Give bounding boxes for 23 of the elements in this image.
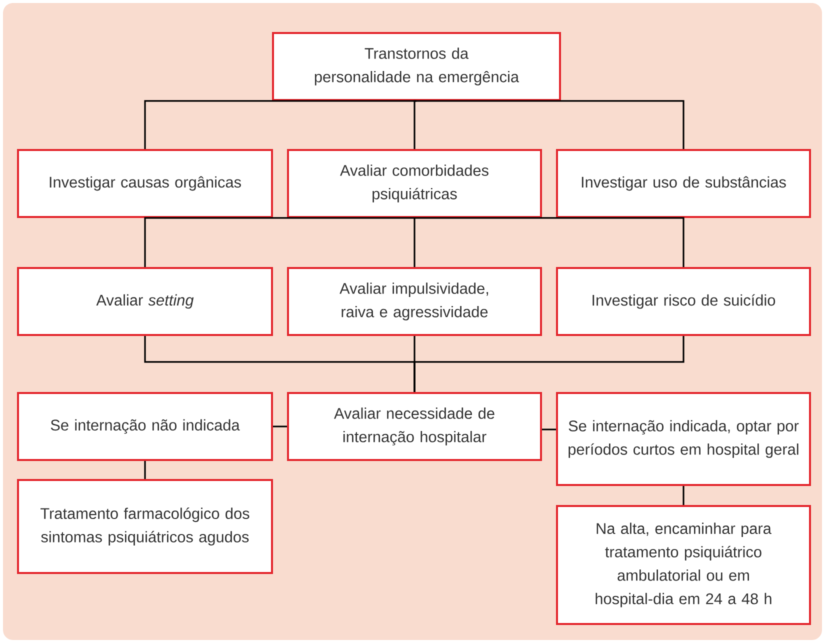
- connector-line: [416, 100, 684, 149]
- connector-line: [542, 428, 556, 430]
- process-box: Tratamento farmacológico dos sintomas psiquiátricos agudos: [17, 478, 273, 574]
- connector-line: [144, 460, 146, 479]
- process-box: Investigar causas orgânicas: [17, 148, 273, 218]
- process-box: Avaliar impulsividade, raiva e agressividade: [287, 266, 542, 336]
- process-box: Se internação não indicada: [17, 392, 273, 461]
- connector-line: [414, 218, 416, 267]
- process-box: Avaliar setting: [17, 266, 273, 336]
- connector-line: [144, 100, 416, 149]
- process-box: Se internação indicada, optar por períodos curtos em hospital geral: [556, 392, 811, 486]
- process-box: Avaliar necessidade de internação hospitalar: [287, 392, 542, 461]
- connector-line: [682, 486, 684, 505]
- process-box: Avaliar comorbidades psiquiátricas: [287, 148, 542, 218]
- connector-line: [414, 217, 684, 267]
- connector-line: [414, 100, 416, 149]
- connector-line: [144, 217, 414, 267]
- process-box: Investigar uso de substâncias: [556, 148, 811, 218]
- process-box: Investigar risco de suicídio: [556, 266, 811, 336]
- connector-line: [273, 426, 287, 428]
- connector-line: [414, 336, 684, 392]
- process-box: Na alta, encaminhar para tratamento psiquiátrico ambulatorial ou em hospital-dia em 24 a 48 h: [556, 504, 811, 625]
- process-box: Transtornos da personalidade na emergência: [272, 32, 561, 101]
